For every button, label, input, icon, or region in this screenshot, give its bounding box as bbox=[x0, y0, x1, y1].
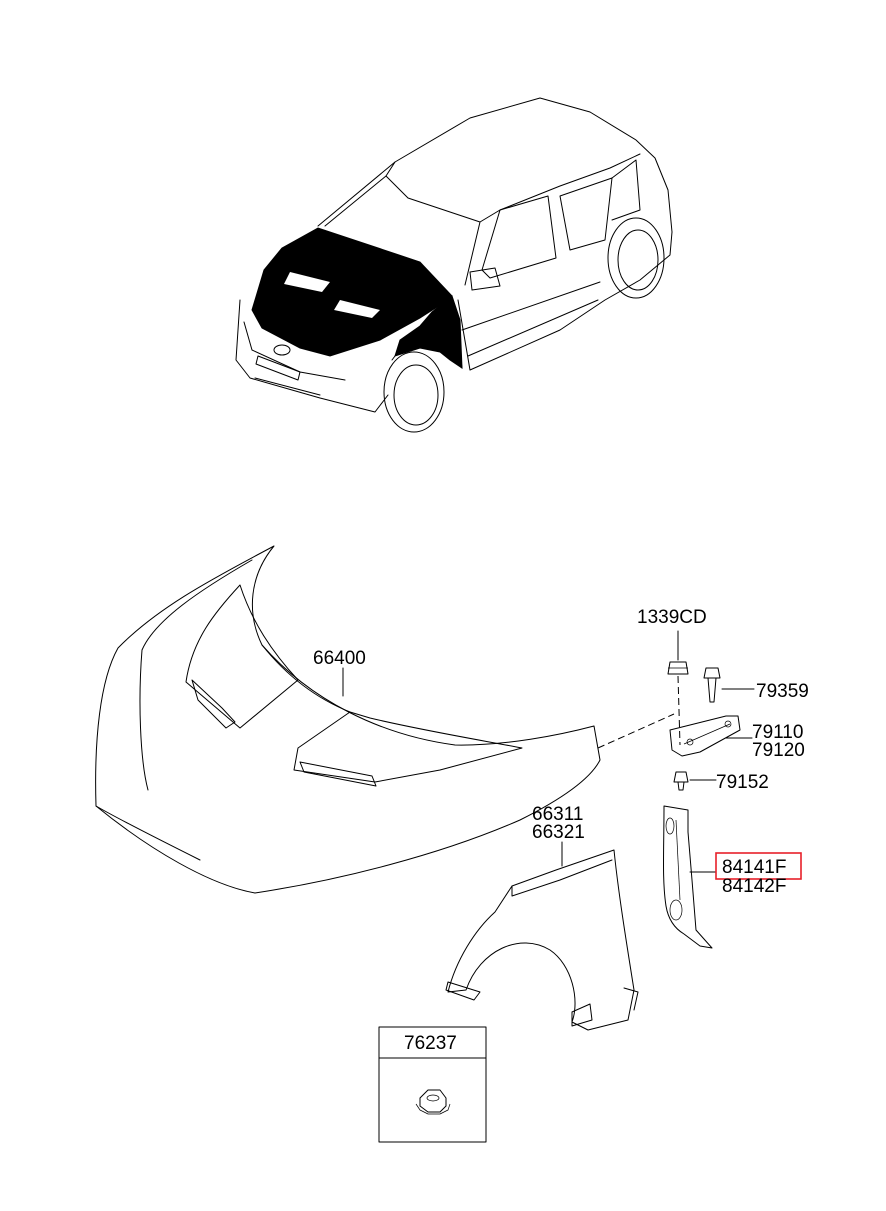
part-label-hinge-lower-bolt: 79152 bbox=[716, 772, 769, 793]
part-label-fender-lh: 66311 bbox=[532, 804, 583, 825]
part-label-bracket-rh: 84142F bbox=[722, 876, 786, 897]
part-label-hinge-nut: 1339CD bbox=[637, 607, 707, 628]
car-overview-illustration bbox=[235, 97, 673, 433]
front-fender: 66311 66321 bbox=[445, 804, 639, 1031]
part-label-fender-rh: 66321 bbox=[532, 822, 585, 843]
part-label-nut-box: 76237 bbox=[404, 1033, 457, 1054]
flange-nut-icon bbox=[419, 1089, 447, 1113]
nut-reference-box: 76237 bbox=[378, 1026, 487, 1143]
highlight-box bbox=[715, 852, 802, 880]
part-label-hinge-rh: 79120 bbox=[752, 740, 805, 761]
fender-bracket: 84141F 84142F bbox=[663, 805, 802, 949]
part-label-hinge-bolt: 79359 bbox=[756, 681, 809, 702]
hinge-alignment-line bbox=[597, 713, 675, 749]
hood-panel: 66400 bbox=[95, 545, 601, 894]
part-label-bracket-lh[interactable]: 84141F bbox=[722, 857, 786, 878]
part-label-hinge-lh: 79110 bbox=[752, 722, 803, 743]
hood-hinge-assembly: 1339CD 79359 79110 79120 79152 bbox=[637, 607, 809, 793]
part-label-hood: 66400 bbox=[313, 648, 366, 669]
